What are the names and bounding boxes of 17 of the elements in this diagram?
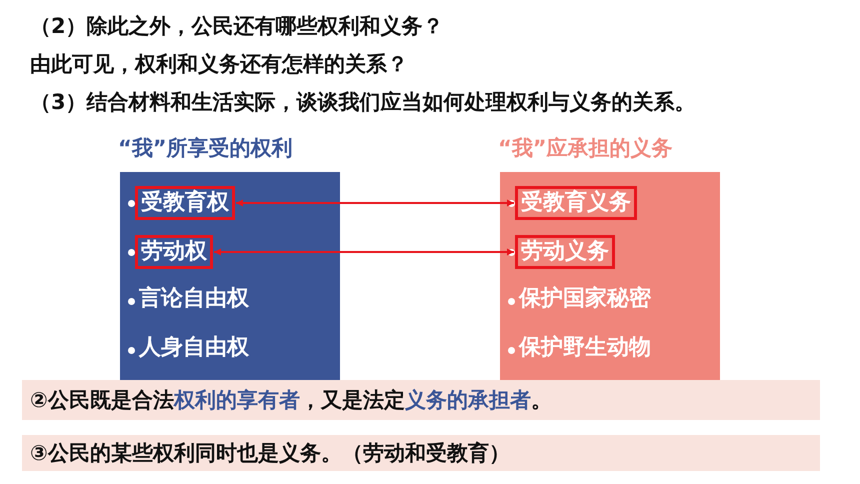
question-text: 由此可见，权利和义务还有怎样的关系？ <box>30 51 408 78</box>
highlighted-item: 受教育权 <box>135 186 235 220</box>
double-arrow <box>236 200 514 206</box>
highlighted-item: 劳动义务 <box>515 235 615 269</box>
list-item: 人身自由权 <box>135 333 253 363</box>
question-text: （3）结合材料和生活实际，谈谈我们应当如何处理权利与义务的关系。 <box>30 89 696 116</box>
list-item: 言论自由权 <box>135 284 253 314</box>
highlighted-item: 受教育义务 <box>515 186 637 220</box>
statement-band: ②公民既是合法权利的享有者，又是法定义务的承担者。 <box>22 380 820 420</box>
list-item: 保护国家秘密 <box>515 284 655 314</box>
highlighted-item: 劳动权 <box>135 235 213 269</box>
panel-heading: “我”所享受的权利 <box>118 135 293 162</box>
double-arrow <box>214 248 514 256</box>
statement-band: ③公民的某些权利同时也是义务。（劳动和受教育） <box>22 435 820 471</box>
panel-heading: “我”应承担的义务 <box>498 135 673 162</box>
list-item: 保护野生动物 <box>515 333 655 363</box>
question-text: （2）除此之外，公民还有哪些权利和义务？ <box>30 13 444 40</box>
